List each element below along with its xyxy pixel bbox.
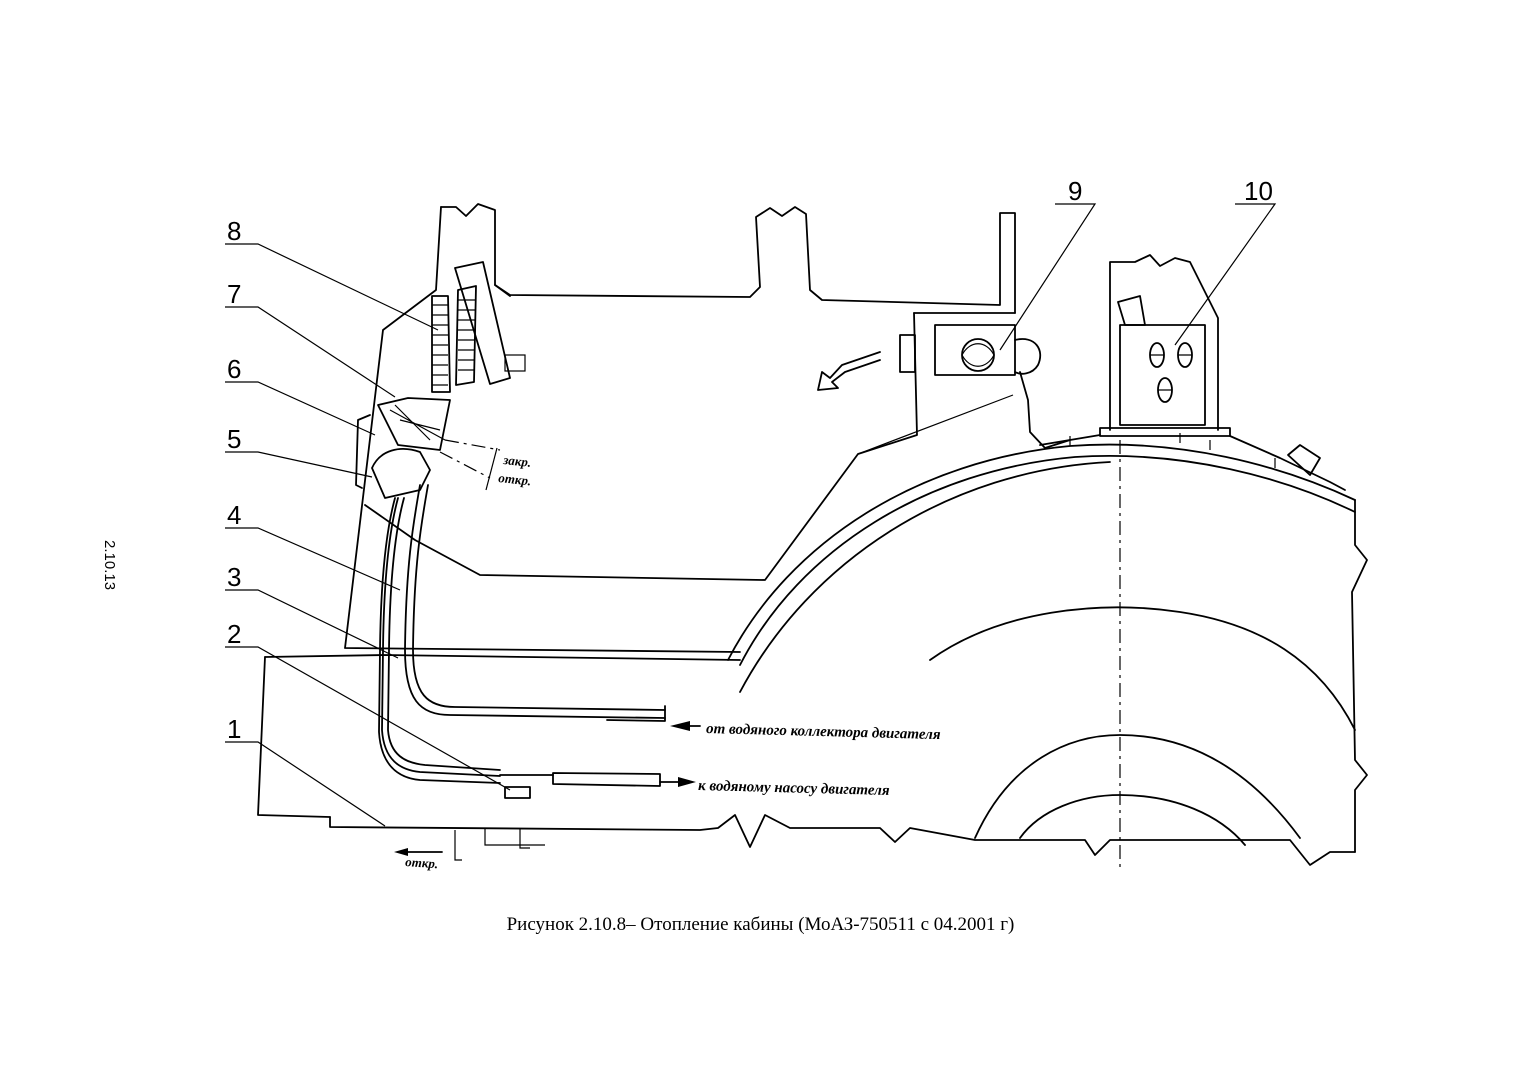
inflow-arrow-icon (670, 721, 690, 731)
figure-caption: Рисунок 2.10.8– Отопление кабины (МоАЗ-7… (506, 914, 1015, 935)
callout-10: 10 (1244, 176, 1273, 206)
callout-7: 7 (227, 279, 241, 309)
leader-lines (225, 203, 1277, 827)
callout-4: 4 (227, 500, 241, 530)
pipes (378, 484, 666, 799)
page-number: 2.10.13 (101, 540, 118, 591)
label-to-pump: к водяному насосу двигателя (698, 778, 890, 799)
label-valve-closed: закр. (502, 452, 532, 470)
heater-unit (355, 261, 526, 499)
callout-5: 5 (227, 424, 241, 454)
cab-outline (344, 203, 1016, 653)
label-drain-open: откр. (405, 854, 439, 871)
callout-numbers: 8 7 6 5 4 3 2 1 9 10 (227, 176, 1273, 744)
outflow-arrow-icon (678, 777, 696, 787)
label-valve-open: откр. (498, 470, 532, 488)
bottom-frame (257, 654, 1356, 866)
callout-3: 3 (227, 562, 241, 592)
callout-2: 2 (227, 619, 241, 649)
callout-1: 1 (227, 714, 241, 744)
annotations: от водяного коллектора двигателя к водян… (405, 452, 941, 871)
callout-9: 9 (1068, 176, 1082, 206)
fender-and-wheel (727, 440, 1368, 870)
label-from-collector: от водяного коллектора двигателя (706, 721, 941, 743)
fan-unit (817, 324, 1071, 449)
expansion-tank (1039, 254, 1346, 491)
callout-6: 6 (227, 354, 241, 384)
flow-arrows (394, 721, 701, 856)
callout-8: 8 (227, 216, 241, 246)
drain-arrow-icon (394, 848, 408, 856)
